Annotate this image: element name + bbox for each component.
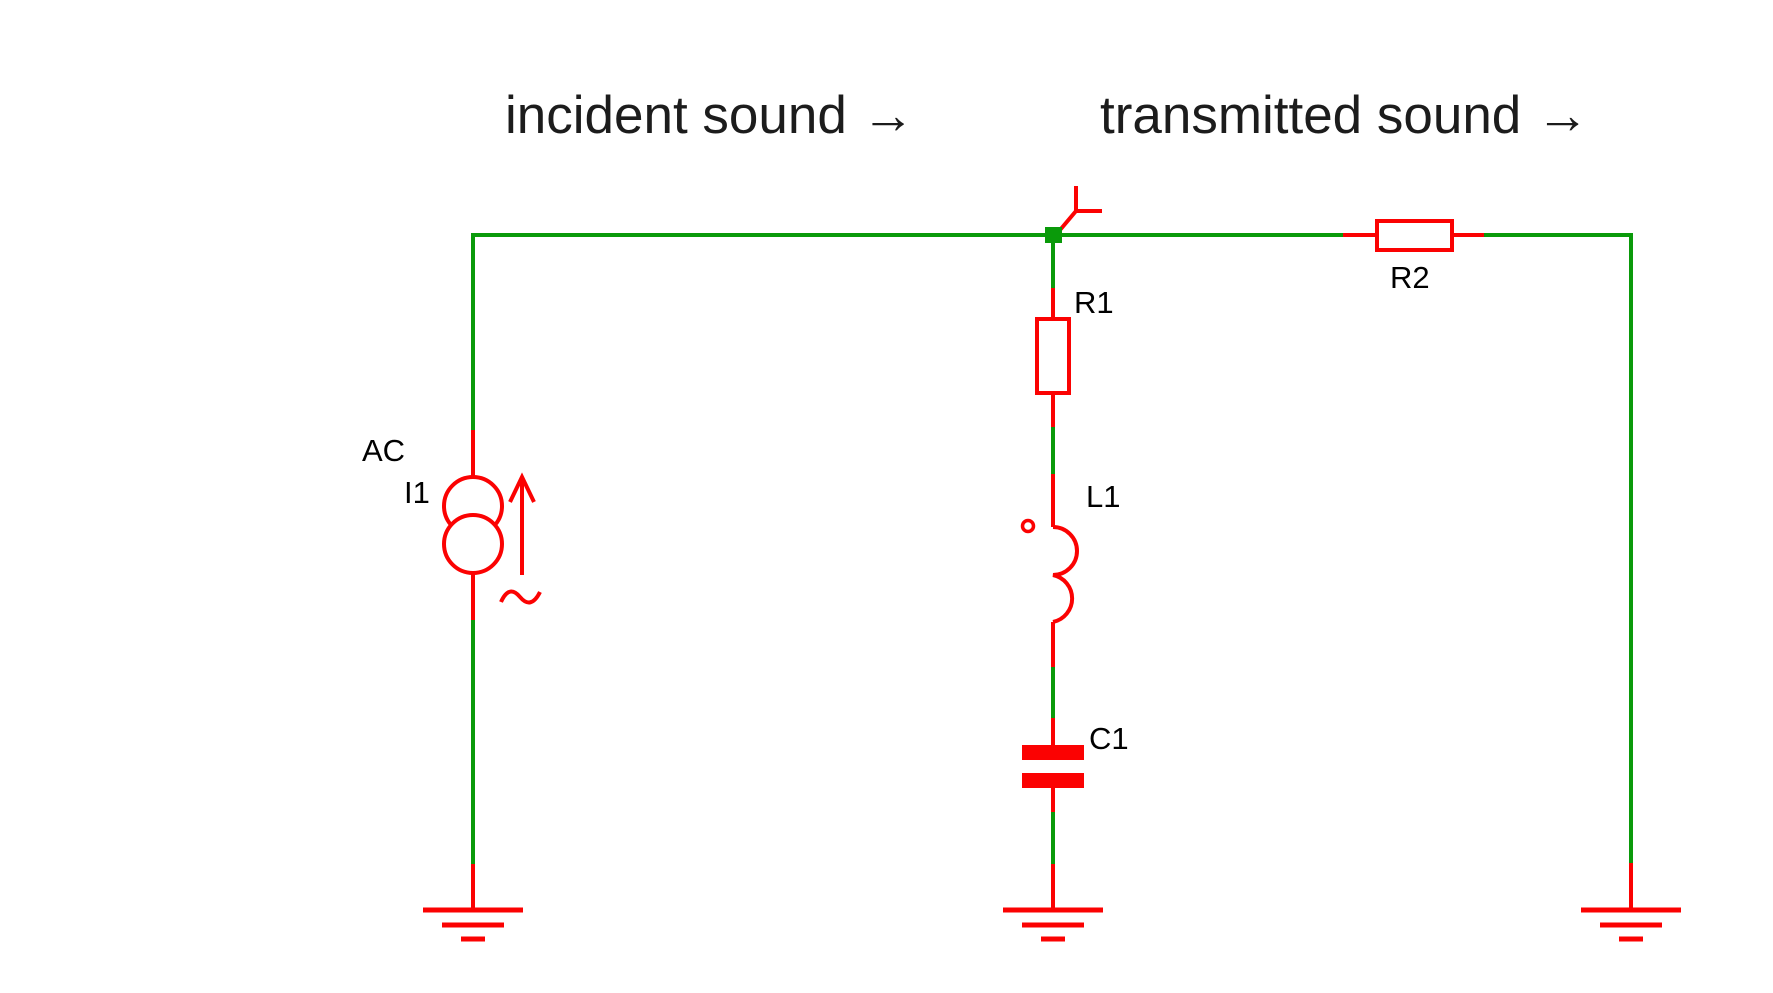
c1-plate-bottom: [1022, 773, 1084, 788]
inductor-l1[interactable]: [1020, 474, 1079, 667]
l1-polarity-dot-icon: [1020, 518, 1036, 534]
transmitted-sound-heading: transmitted sound →: [1100, 86, 1589, 145]
gnd-middle-bars: [1003, 907, 1103, 942]
ground-right[interactable]: [1581, 863, 1681, 942]
gnd-right-bars: [1581, 907, 1681, 942]
c1-plate-top: [1022, 745, 1084, 760]
source-circle-bottom: [442, 513, 504, 575]
probe-marker-lines: [1058, 186, 1102, 232]
current-arrow: [508, 472, 536, 575]
ac-current-source[interactable]: [442, 430, 542, 620]
source-name-label: I1: [404, 475, 430, 510]
l1-label: L1: [1086, 479, 1120, 514]
r2-label: R2: [1390, 260, 1430, 295]
resistor-r1[interactable]: [1035, 288, 1071, 427]
source-type-label: AC: [362, 433, 405, 468]
r1-body: [1035, 317, 1071, 395]
sine-symbol-icon: [499, 589, 542, 605]
incident-sound-heading: incident sound →: [505, 86, 915, 145]
node-probe-marker[interactable]: [1058, 186, 1102, 232]
ground-left[interactable]: [423, 864, 523, 942]
c1-label: C1: [1089, 721, 1129, 756]
r1-label: R1: [1074, 285, 1114, 320]
wire-net: [471, 233, 1633, 864]
r2-body: [1375, 219, 1454, 252]
wire-junction-dot[interactable]: [1045, 227, 1062, 243]
resistor-r2[interactable]: [1343, 219, 1484, 252]
gnd-left-bars: [423, 907, 523, 942]
ground-middle[interactable]: [1003, 864, 1103, 942]
capacitor-c1[interactable]: [1022, 718, 1084, 812]
l1-coils: [1052, 525, 1079, 624]
